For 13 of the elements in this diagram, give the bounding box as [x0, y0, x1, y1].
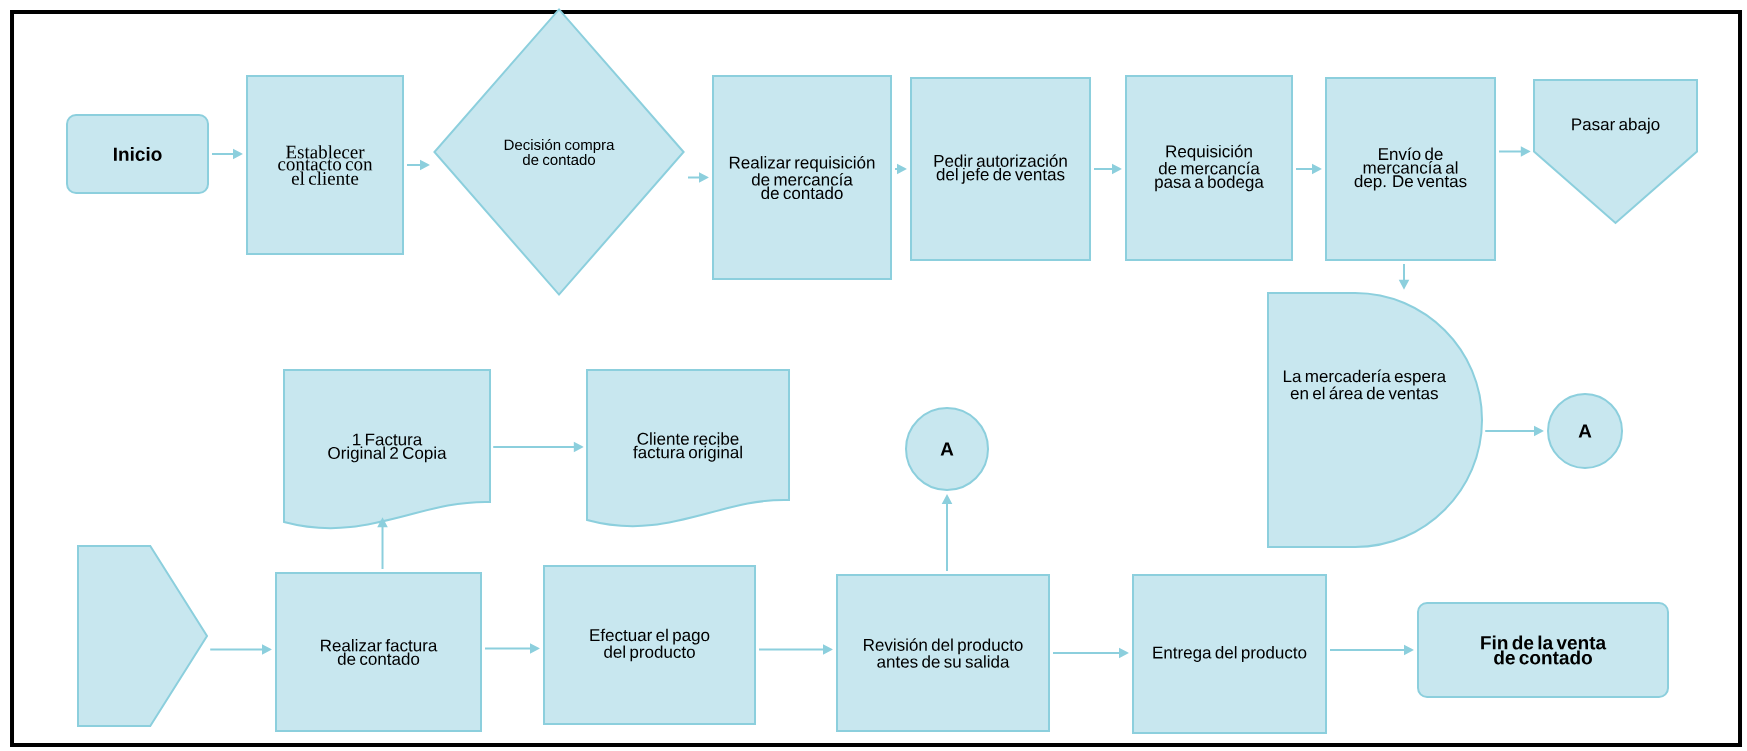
process-box: Pedir autorización del jefe de ventas — [910, 77, 1091, 261]
terminal-box: Inicio — [66, 114, 209, 194]
off-page-connector — [77, 545, 209, 727]
process-box: Establecer contacto con el cliente — [246, 75, 404, 255]
process-box: Entrega del producto — [1132, 574, 1327, 734]
process-box: Requisición de mercancía pasa a bodega — [1125, 75, 1293, 261]
process-box: Revisión del producto antes de su salida — [836, 574, 1050, 732]
process-box: Efectuar el pago del producto — [543, 565, 756, 725]
process-box: Realizar factura de contado — [275, 572, 482, 732]
terminal-box: Fin de la venta de contado — [1417, 602, 1669, 698]
process-box: Realizar requisición de mercancía de contado — [712, 75, 892, 280]
process-box: Envío de mercancía al dep. De ventas — [1325, 77, 1496, 261]
off-page-connector: Pasar abajo — [1533, 79, 1698, 225]
